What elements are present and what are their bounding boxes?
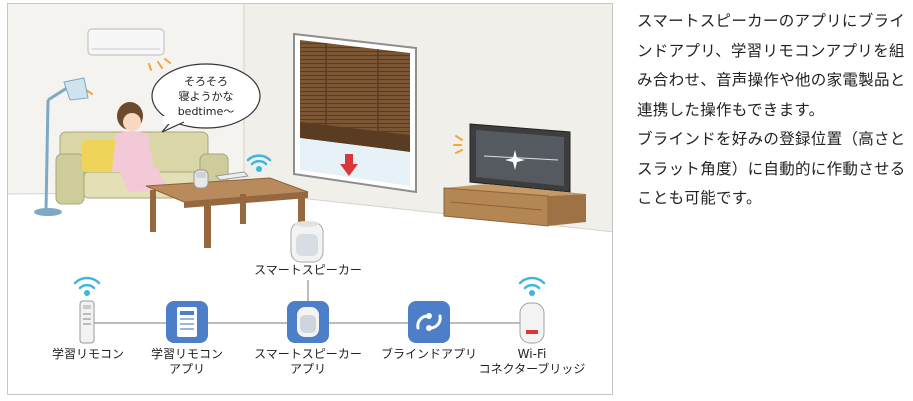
label-line: コネクターブリッジ (478, 362, 586, 376)
speaker-label: スマートスピーカー (254, 263, 362, 277)
label-line: スマートスピーカー (254, 347, 362, 361)
wifi-icon (518, 276, 546, 297)
room-scene (8, 4, 612, 394)
speech-line: 寝ようかな (178, 90, 234, 103)
description-text: スマートスピーカーのアプリにブラインドアプリ、学習リモコンアプリを組み合わせ、音… (637, 7, 909, 214)
learning-remote-icon (79, 300, 95, 344)
description-paragraph: ブラインドを好みの登録位置（高さとスラット角度）に自動的に作動させることも可能で… (637, 130, 906, 207)
label-line: 学習リモコン (150, 347, 224, 361)
speech-bubble-text: そろそろ 寝ようかな bedtime～ (156, 74, 256, 119)
label-line: アプリ (168, 362, 206, 376)
smart-speaker-device (290, 221, 324, 263)
smart-speaker-app-icon (287, 301, 329, 343)
learning-remote-app-icon (166, 301, 208, 343)
floor-lamp (34, 77, 89, 216)
node-label-wifi-bridge: Wi-Fi コネクターブリッジ (479, 347, 586, 377)
description-paragraph: スマートスピーカーのアプリにブラインドアプリ、学習リモコンアプリを組み合わせ、音… (637, 12, 906, 119)
wifi-icon (73, 276, 101, 297)
wifi-icon (246, 154, 272, 173)
node-label-learning-remote: 学習リモコン (52, 347, 124, 362)
speech-line: そろそろ (184, 75, 228, 88)
node-label-learning-remote-app: 学習リモコン アプリ (151, 347, 223, 377)
smart-home-illustration: そろそろ 寝ようかな bedtime～ スマートスピーカー 学習リモコン 学習リ… (7, 3, 613, 395)
tv-stand (443, 184, 586, 227)
label-line: Wi-Fi (517, 347, 547, 361)
node-label-blind-app: ブラインドアプリ (381, 347, 477, 362)
label-line: 学習リモコン (51, 347, 125, 361)
window-blind (293, 32, 417, 194)
speech-bubble (151, 63, 261, 133)
arrow-down-icon (340, 154, 358, 176)
blind-app-icon (408, 301, 450, 343)
television (469, 123, 571, 196)
air-conditioner (87, 28, 165, 56)
node-label-smart-speaker-app: スマートスピーカー アプリ (254, 347, 362, 377)
table-remote (214, 171, 250, 181)
label-line: ブラインドアプリ (380, 347, 478, 361)
wifi-connector-bridge-icon (519, 302, 545, 344)
speech-line: bedtime～ (177, 105, 235, 118)
label-line: アプリ (289, 362, 326, 376)
floor (8, 192, 612, 394)
coffee-table (145, 177, 309, 248)
table-speaker (193, 169, 209, 189)
connector-lines (94, 280, 522, 324)
